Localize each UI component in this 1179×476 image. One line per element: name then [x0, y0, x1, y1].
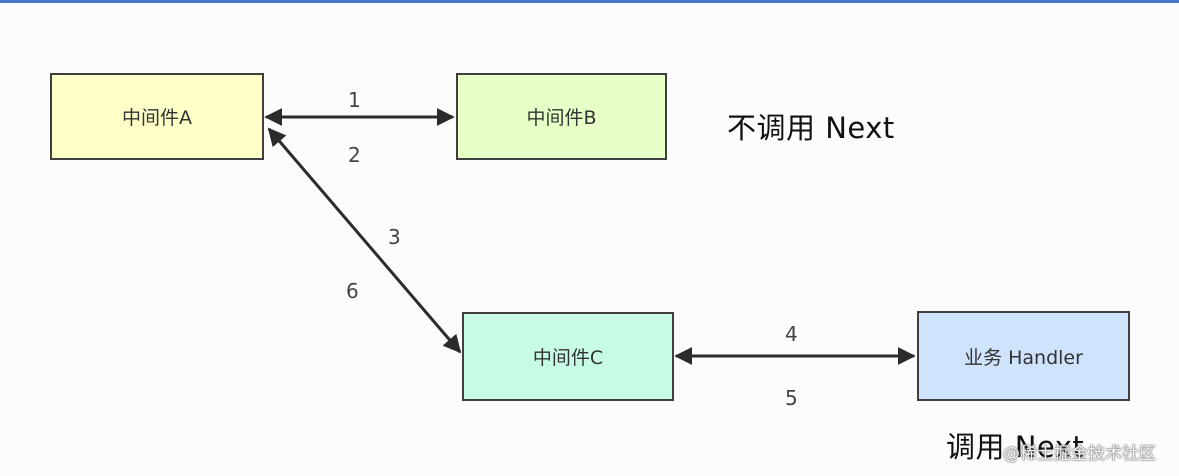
edge-label-2: 2: [348, 143, 361, 167]
node-b-label: 中间件B: [526, 107, 597, 129]
top-border-line: [0, 0, 1179, 3]
node-a-label: 中间件A: [122, 107, 192, 129]
note-no-next: 不调用 Next: [727, 111, 895, 145]
edge-a-c: [267, 127, 462, 354]
edge-label-3: 3: [388, 225, 401, 249]
node-middleware-a: 中间件A: [50, 73, 264, 160]
edge-label-1: 1: [348, 88, 361, 112]
edge-label-6: 6: [346, 279, 359, 303]
node-handler-label: 业务 Handler: [964, 346, 1083, 369]
note-call-next: 调用 Next: [946, 430, 1085, 464]
node-c-label: 中间件C: [532, 347, 604, 369]
node-middleware-b: 中间件B: [456, 73, 667, 160]
node-business-handler: 业务 Handler: [917, 311, 1130, 401]
watermark-text: @稀土掘金技术社区: [1003, 444, 1156, 464]
node-middleware-c: 中间件C: [462, 312, 674, 401]
edge-label-4: 4: [785, 322, 798, 346]
edge-label-5: 5: [785, 386, 798, 410]
